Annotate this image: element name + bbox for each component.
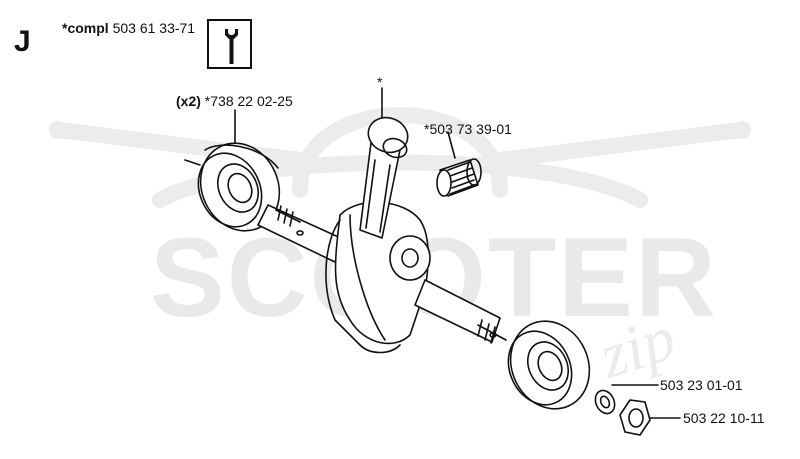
right-crank-journal — [414, 279, 507, 344]
section-letter: J — [14, 25, 31, 58]
needle-roller-bearing — [436, 158, 482, 197]
connecting-rod — [359, 116, 409, 239]
washer — [594, 389, 616, 415]
right-ball-bearing — [507, 320, 591, 410]
crank-webs — [325, 201, 431, 354]
leader-line-needle-bearing — [447, 131, 456, 159]
bearing-part-number: *738 22 02-25 — [204, 93, 293, 109]
washer-part-number: 503 23 01-01 — [660, 377, 743, 393]
tool-box — [207, 19, 252, 69]
star-mark: * — [377, 74, 383, 90]
wrench-icon — [225, 29, 238, 64]
compl-label: *compl 503 61 33-71 — [62, 20, 195, 36]
watermark-brand-text: SCOOTER — [150, 215, 718, 340]
compl-part-number: 503 61 33-71 — [112, 20, 196, 36]
nut-part-number: 503 22 10-11 — [683, 410, 765, 426]
hex-nut — [619, 399, 651, 436]
left-ball-bearing — [184, 142, 281, 232]
bearing-qty: (x2) — [176, 93, 201, 109]
bearing-callout: (x2) *738 22 02-25 — [176, 93, 293, 109]
compl-prefix: *compl — [62, 20, 109, 36]
needle-bearing-part-number: *503 73 39-01 — [424, 121, 512, 137]
